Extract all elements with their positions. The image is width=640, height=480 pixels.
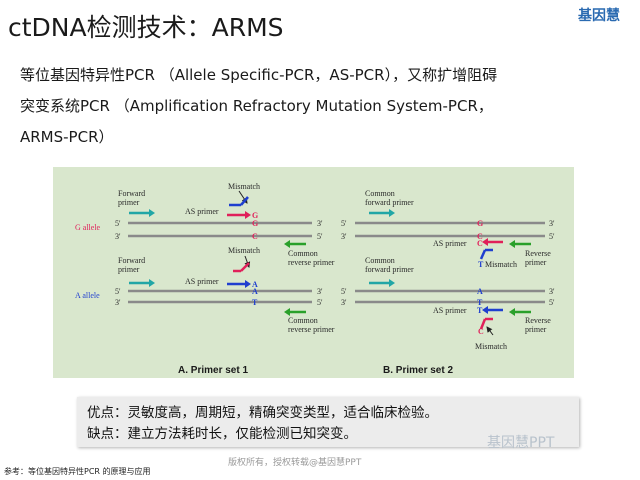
- description-line: 突变系统PCR （Amplification Refractory Mutati…: [20, 97, 493, 115]
- strand-end-label: 5': [549, 232, 555, 241]
- arrow-head: [149, 209, 155, 217]
- pros-text: 优点：灵敏度高，周期短，精确突变类型，适合临床检验。: [87, 405, 438, 421]
- arms-diagram: G allele 5' 3' 3' 5' Forward primer AS p…: [53, 167, 574, 378]
- arrow-head: [482, 238, 488, 246]
- common-forward-label: Common: [365, 256, 395, 265]
- strand-end-label: 5': [341, 287, 347, 296]
- forward-primer-label: Forward: [118, 189, 145, 198]
- logo-text: 基因慧: [578, 8, 620, 24]
- arrow-head: [389, 209, 395, 217]
- slide-title: ctDNA检测技术：ARMS: [8, 13, 284, 42]
- mismatch-label: Mismatch: [228, 246, 260, 255]
- description: 等位基因特异性PCR （Allele Specific-PCR，AS-PCR），…: [20, 60, 620, 153]
- common-forward-label: forward primer: [365, 265, 414, 274]
- a-allele-label: A allele: [75, 291, 100, 300]
- primer-mismatch-tail: [240, 196, 249, 206]
- strand-end-label: 3': [317, 287, 323, 296]
- primer-mismatch-tail: [240, 262, 250, 272]
- strand-end-label: 5': [341, 219, 347, 228]
- reverse-primer-label: primer: [525, 325, 547, 334]
- common-reverse-label: reverse primer: [288, 258, 335, 267]
- strand-end-label: 5': [115, 287, 121, 296]
- common-reverse-label: reverse primer: [288, 325, 335, 334]
- base-c: C: [477, 232, 483, 241]
- strand-end-label: 3': [115, 298, 121, 307]
- as-primer-label: AS primer: [433, 239, 467, 248]
- description-line: 等位基因特异性PCR （Allele Specific-PCR，AS-PCR），…: [20, 66, 498, 84]
- arrow-head: [389, 279, 395, 287]
- base-g: G: [252, 211, 258, 220]
- common-reverse-label: Common: [288, 249, 318, 258]
- mismatch-label: Mismatch: [228, 182, 260, 191]
- reverse-primer-label: primer: [525, 258, 547, 267]
- base-t: T: [252, 298, 258, 307]
- strand-end-label: 3': [549, 219, 555, 228]
- panel-a-label: A. Primer set 1: [178, 365, 248, 376]
- brand-watermark: 基因慧PPT: [487, 435, 555, 451]
- base-c: C: [478, 327, 484, 336]
- strand-end-label: 3': [115, 232, 121, 241]
- reference-note: 参考：等位基因特异性PCR 的原理与应用: [4, 467, 151, 476]
- cons-text: 缺点：建立方法耗时长，仅能检测已知突变。: [87, 426, 357, 442]
- strand-end-label: 5': [115, 219, 121, 228]
- forward-primer-label: primer: [118, 198, 140, 207]
- pros-cons-box: 优点：灵敏度高，周期短，精确突变类型，适合临床检验。 缺点：建立方法耗时长，仅能…: [77, 397, 579, 447]
- base-c: C: [477, 239, 483, 248]
- primer-mismatch-tail: [479, 318, 487, 330]
- common-forward-label: forward primer: [365, 198, 414, 207]
- arrow-head: [245, 280, 251, 288]
- strand-end-label: 3': [341, 232, 347, 241]
- description-line: ARMS-PCR）: [20, 128, 114, 146]
- base-g: G: [252, 219, 258, 228]
- arrow-head: [245, 211, 251, 219]
- common-reverse-label: Common: [288, 316, 318, 325]
- strand-end-label: 3': [341, 298, 347, 307]
- copyright-watermark: 版权所有，授权转载@基因慧PPT: [228, 458, 362, 468]
- reverse-primer-label: Reverse: [525, 249, 551, 258]
- mismatch-label: Mismatch: [485, 260, 517, 269]
- base-a: A: [252, 280, 258, 289]
- common-forward-label: Common: [365, 189, 395, 198]
- reverse-primer-label: Reverse: [525, 316, 551, 325]
- pointer-arrow: [486, 326, 494, 336]
- base-a: A: [477, 287, 483, 296]
- base-g: G: [477, 219, 483, 228]
- g-allele-label: G allele: [75, 223, 101, 232]
- arrow-head: [284, 308, 290, 316]
- arrow-head: [509, 308, 515, 316]
- strand-end-label: 3': [549, 287, 555, 296]
- forward-primer-label: Forward: [118, 256, 145, 265]
- primer-mismatch-tail: [479, 249, 487, 260]
- panel-b-label: B. Primer set 2: [383, 365, 453, 376]
- as-primer-label: AS primer: [433, 306, 467, 315]
- base-c: C: [252, 232, 258, 241]
- logo-icon: [566, 4, 634, 30]
- strand-end-label: 5': [317, 298, 323, 307]
- arrow-head: [284, 240, 290, 248]
- strand-end-label: 5': [549, 298, 555, 307]
- forward-primer-label: primer: [118, 265, 140, 274]
- base-a: A: [252, 287, 258, 296]
- strand-end-label: 5': [317, 232, 323, 241]
- arrow-head: [482, 306, 488, 314]
- strand-end-label: 3': [317, 219, 323, 228]
- base-t: T: [477, 298, 483, 307]
- mismatch-label: Mismatch: [475, 342, 507, 351]
- arrow-head: [509, 240, 515, 248]
- as-primer-label: AS primer: [185, 277, 219, 286]
- base-t: T: [477, 306, 483, 315]
- as-primer-label: AS primer: [185, 207, 219, 216]
- base-t: T: [478, 260, 484, 269]
- arrow-head: [149, 279, 155, 287]
